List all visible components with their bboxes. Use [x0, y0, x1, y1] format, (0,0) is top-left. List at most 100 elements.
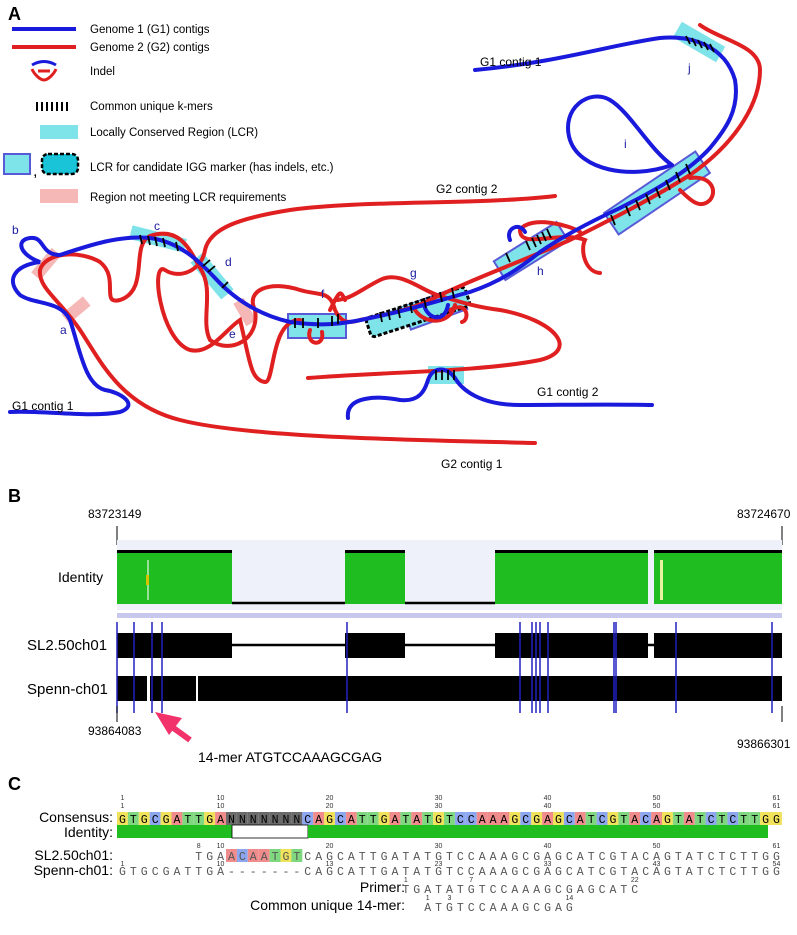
consensus-sub-tick: 40 [544, 803, 552, 810]
seq1-char: T [370, 851, 377, 864]
seq2-char: G [773, 866, 780, 879]
consensus-colored-blocks [117, 812, 782, 825]
seq2-char: T [740, 866, 747, 879]
consensus-char: C [566, 814, 573, 827]
seq2-char: - [239, 866, 246, 879]
kmer-char: G [544, 902, 551, 915]
seq1-char: G [773, 851, 780, 864]
region-label-g: g [410, 266, 417, 280]
seq2-char: C [642, 866, 649, 879]
consensus-char: T [359, 814, 366, 827]
consensus-char: A [413, 814, 420, 827]
primer-char: G [468, 884, 475, 897]
consensus-char: G [511, 814, 518, 827]
consensus-tick: 1 [120, 795, 124, 802]
primer-char: G [413, 884, 420, 897]
consensus-base-block [542, 812, 553, 825]
consensus-char: T [195, 814, 202, 827]
seq2-tick: 43 [653, 861, 661, 868]
seq1-char: T [402, 851, 409, 864]
legend-marker-label: LCR for candidate IGG marker (has indels… [90, 162, 334, 174]
consensus-char: N [228, 814, 235, 827]
consensus-tick: 61 [773, 795, 781, 802]
consensus-base-block [400, 812, 412, 825]
consensus-base-block [193, 812, 205, 825]
seq2-char: G [435, 866, 442, 879]
seq2-char: G [141, 866, 148, 879]
coord-top-right: 83724670 [737, 507, 791, 521]
seq2-char: T [588, 866, 595, 879]
seq2-char: G [664, 866, 671, 879]
region-label-a: a [60, 323, 67, 337]
primer-char: A [533, 884, 540, 897]
seq1-track [117, 633, 782, 658]
label-g1-contig-1-top: G1 contig 1 [480, 55, 542, 69]
seq1-char: G [664, 851, 671, 864]
consensus-base-block [607, 812, 619, 825]
consensus-char: A [348, 814, 355, 827]
seq1-char: C [522, 851, 529, 864]
seq1-char: A [348, 851, 355, 864]
seq1-char: T [195, 851, 202, 864]
seq2-char: T [402, 866, 409, 879]
seq1-mismatch-block [226, 849, 237, 862]
seq2-char: C [522, 866, 529, 879]
seq1-label: SL2.50ch01 [27, 637, 107, 654]
primer-char: A [609, 884, 616, 897]
consensus-char: T [130, 814, 137, 827]
seq2-char: - [282, 866, 289, 879]
primer-char: T [479, 884, 486, 897]
seq2-tick: 23 [435, 861, 443, 868]
consensus-sub-tick: 10 [217, 803, 225, 810]
label-g2-contig-2: G2 contig 2 [436, 182, 498, 196]
kmer-char: A [500, 902, 507, 915]
region-label-i: i [624, 137, 627, 151]
legend-kmer-swatch [36, 102, 68, 111]
seq1-char: A [631, 851, 638, 864]
consensus-sub-tick: 20 [326, 803, 334, 810]
seq1-mismatch-block [236, 849, 248, 862]
kmer-char: G [446, 902, 453, 915]
consensus-char: C [729, 814, 736, 827]
legend: Genome 1 (G1) contigs Genome 2 (G2) cont… [3, 24, 334, 204]
consensus-base-block [749, 812, 761, 825]
consensus-base-block [182, 812, 194, 825]
seq1-char: A [500, 851, 507, 864]
consensus-base-block [596, 812, 608, 825]
kmer-char: C [533, 902, 540, 915]
seq1-char: A [479, 851, 486, 864]
consensus-base-block [618, 812, 630, 825]
consensus-base-block [160, 812, 172, 825]
consensus-base-block [367, 812, 379, 825]
consensus-char: C [152, 814, 159, 827]
primer-char: A [424, 884, 431, 897]
consensus-base-block [291, 812, 303, 825]
seq1-char: T [588, 851, 595, 864]
label-g1-contig-2: G1 contig 2 [537, 385, 599, 399]
seq2-char: - [293, 866, 300, 879]
panel-c-label: C [8, 774, 21, 794]
legend-marker-swatch-blue [3, 153, 31, 175]
seq2-tick: 10 [217, 861, 225, 868]
consensus-char: A [173, 814, 180, 827]
coord-bottom-left: 93864083 [88, 724, 142, 738]
kmer-char: C [468, 902, 475, 915]
seq1-tick: 61 [773, 843, 781, 850]
consensus-char: G [326, 814, 333, 827]
identity-separator [117, 613, 782, 618]
seq1-char: T [359, 851, 366, 864]
consensus-char: C [708, 814, 715, 827]
consensus-base-block [389, 812, 401, 825]
seq2-tick: 1 [120, 861, 124, 868]
seq2-char: G [206, 866, 213, 879]
seq1-char: C [566, 851, 573, 864]
seq1-char: A [261, 851, 268, 864]
consensus-base-block [127, 812, 139, 825]
consensus-base-block [662, 812, 673, 825]
seq1-char: C [239, 851, 246, 864]
seq2-char: T [620, 866, 627, 879]
g2-contig-1b [156, 194, 557, 384]
consensus-base-block [345, 812, 357, 825]
seq1-char: A [653, 851, 660, 864]
